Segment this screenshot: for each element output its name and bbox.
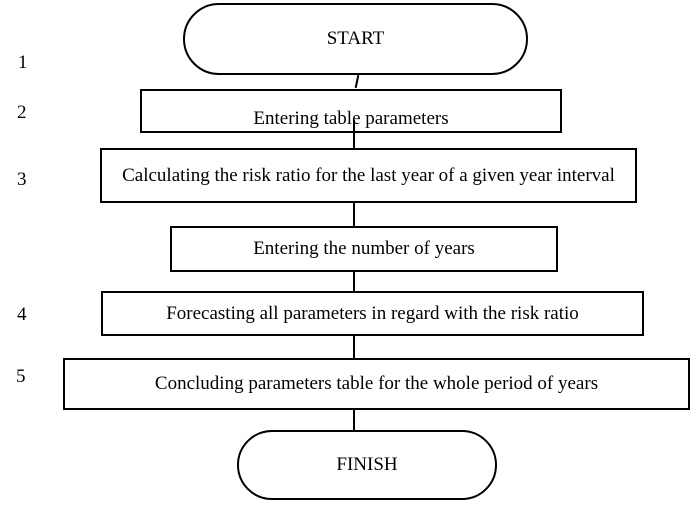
- node-calculating-risk-ratio: Calculating the risk ratio for the last …: [100, 148, 637, 203]
- step-number-1: 1: [18, 52, 28, 73]
- step-number-2: 2: [17, 102, 27, 123]
- node-start-label: START: [326, 28, 385, 49]
- node-concluding-parameters-table-label: Concluding parameters table for the whol…: [154, 373, 599, 394]
- node-forecasting-parameters: Forecasting all parameters in regard wit…: [101, 291, 644, 336]
- node-entering-number-of-years: Entering the number of years: [170, 226, 558, 272]
- connector-entering-number-of-years-to-forecasting-parameters: [353, 271, 355, 291]
- step-number-3: 3: [17, 169, 27, 190]
- step-number-4: 4: [17, 304, 27, 325]
- connector-forecasting-parameters-to-concluding-parameters-table: [353, 335, 355, 358]
- connector-entering-table-parameters-to-calculating-risk-ratio: [353, 120, 355, 148]
- connector-concluding-parameters-table-to-finish: [353, 409, 355, 430]
- node-concluding-parameters-table: Concluding parameters table for the whol…: [63, 358, 690, 410]
- node-finish-label: FINISH: [336, 454, 398, 475]
- node-entering-number-of-years-label: Entering the number of years: [253, 238, 475, 259]
- node-forecasting-parameters-label: Forecasting all parameters in regard wit…: [166, 302, 579, 324]
- node-calculating-risk-ratio-label: Calculating the risk ratio for the last …: [122, 164, 615, 186]
- node-finish-terminator: FINISH: [237, 430, 497, 500]
- step-number-5: 5: [16, 366, 26, 387]
- node-start-terminator: START: [183, 3, 528, 75]
- node-entering-table-parameters-label: Entering table parameters: [253, 108, 449, 129]
- node-entering-table-parameters: Entering table parameters: [140, 89, 562, 133]
- connector-calculating-risk-ratio-to-entering-number-of-years: [353, 202, 355, 226]
- connector-start-to-entering-table-parameters: [354, 74, 360, 89]
